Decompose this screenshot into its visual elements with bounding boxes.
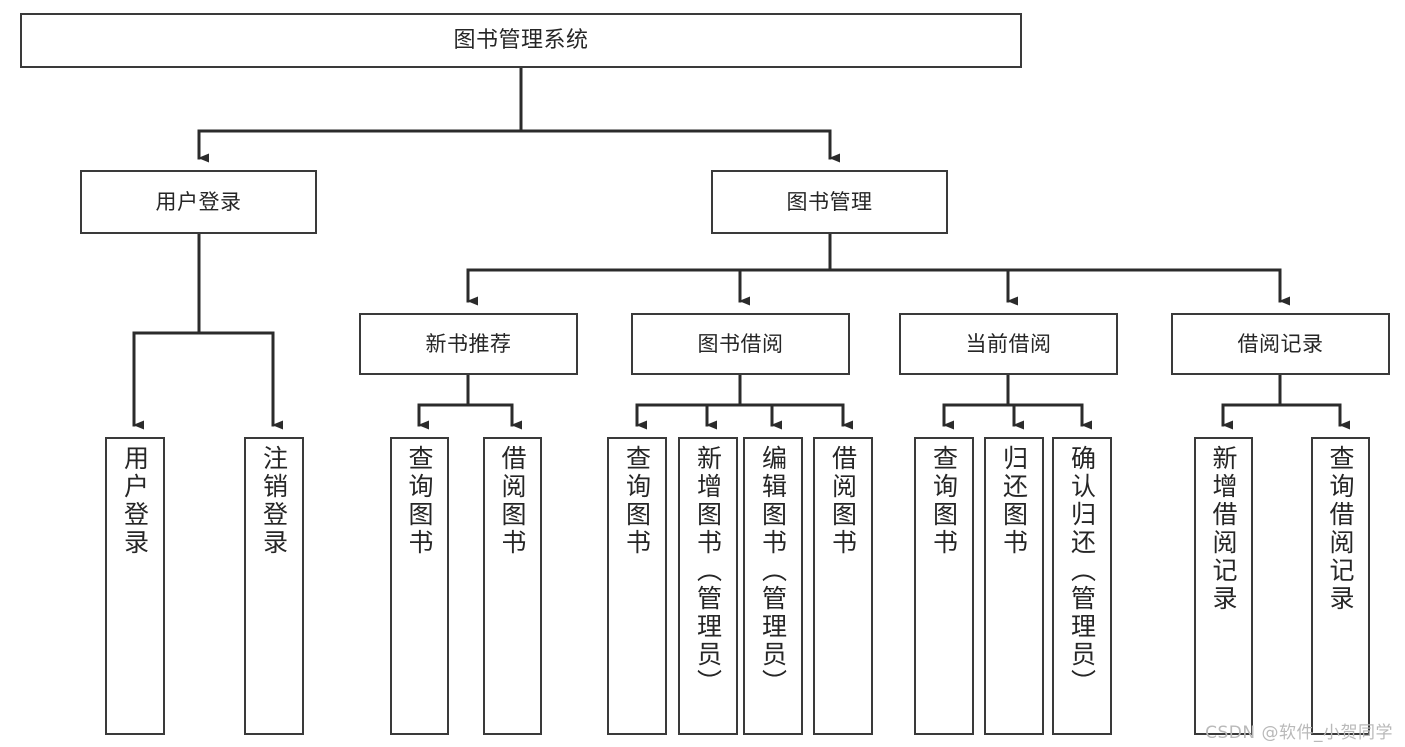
node-label: 查询图书 <box>622 445 652 557</box>
node-root-system[interactable]: 图书管理系统 <box>20 13 1022 68</box>
node-label: 查询图书 <box>929 445 959 557</box>
node-label: 当前借阅 <box>965 331 1052 356</box>
node-leaf-confirm-return[interactable]: 确认归还（管理员） <box>1052 437 1112 735</box>
node-label: 用户登录 <box>120 445 150 557</box>
node-label: 新书推荐 <box>425 331 512 356</box>
node-label: 用户登录 <box>155 189 242 214</box>
node-leaf-logout[interactable]: 注销登录 <box>244 437 304 735</box>
node-leaf-edit-book[interactable]: 编辑图书（管理员） <box>743 437 803 735</box>
node-label: 图书管理 <box>786 189 873 214</box>
node-leaf-borrow-book-2[interactable]: 借阅图书 <box>813 437 873 735</box>
node-user-login[interactable]: 用户登录 <box>80 170 317 234</box>
node-label: 图书管理系统 <box>453 27 589 53</box>
node-leaf-query-book-3[interactable]: 查询图书 <box>914 437 974 735</box>
node-label: 借阅图书 <box>828 445 858 557</box>
node-label: 查询借阅记录 <box>1326 445 1355 613</box>
node-leaf-add-record[interactable]: 新增借阅记录 <box>1194 437 1253 735</box>
node-leaf-query-record[interactable]: 查询借阅记录 <box>1311 437 1370 735</box>
node-label: 新增图书（管理员） <box>693 445 723 697</box>
node-label: 借阅记录 <box>1237 331 1324 356</box>
node-label: 图书借阅 <box>697 331 784 356</box>
node-leaf-query-book-2[interactable]: 查询图书 <box>607 437 667 735</box>
node-label: 确认归还（管理员） <box>1067 445 1097 697</box>
node-label: 新增借阅记录 <box>1209 445 1238 613</box>
node-leaf-user-login[interactable]: 用户登录 <box>105 437 165 735</box>
node-book-manage[interactable]: 图书管理 <box>711 170 948 234</box>
node-leaf-query-book-1[interactable]: 查询图书 <box>390 437 449 735</box>
csdn-watermark: CSDN @软件_小贺同学 <box>1205 723 1393 743</box>
node-leaf-return-book[interactable]: 归还图书 <box>984 437 1044 735</box>
node-label: 借阅图书 <box>498 445 527 557</box>
node-leaf-add-book[interactable]: 新增图书（管理员） <box>678 437 738 735</box>
node-book-borrow[interactable]: 图书借阅 <box>631 313 850 375</box>
node-label: 注销登录 <box>259 445 289 557</box>
node-borrow-record[interactable]: 借阅记录 <box>1171 313 1390 375</box>
node-leaf-borrow-book-1[interactable]: 借阅图书 <box>483 437 542 735</box>
node-label: 归还图书 <box>999 445 1029 557</box>
node-label: 查询图书 <box>405 445 434 557</box>
node-new-book-recommend[interactable]: 新书推荐 <box>359 313 578 375</box>
node-current-borrow[interactable]: 当前借阅 <box>899 313 1118 375</box>
node-label: 编辑图书（管理员） <box>758 445 788 697</box>
